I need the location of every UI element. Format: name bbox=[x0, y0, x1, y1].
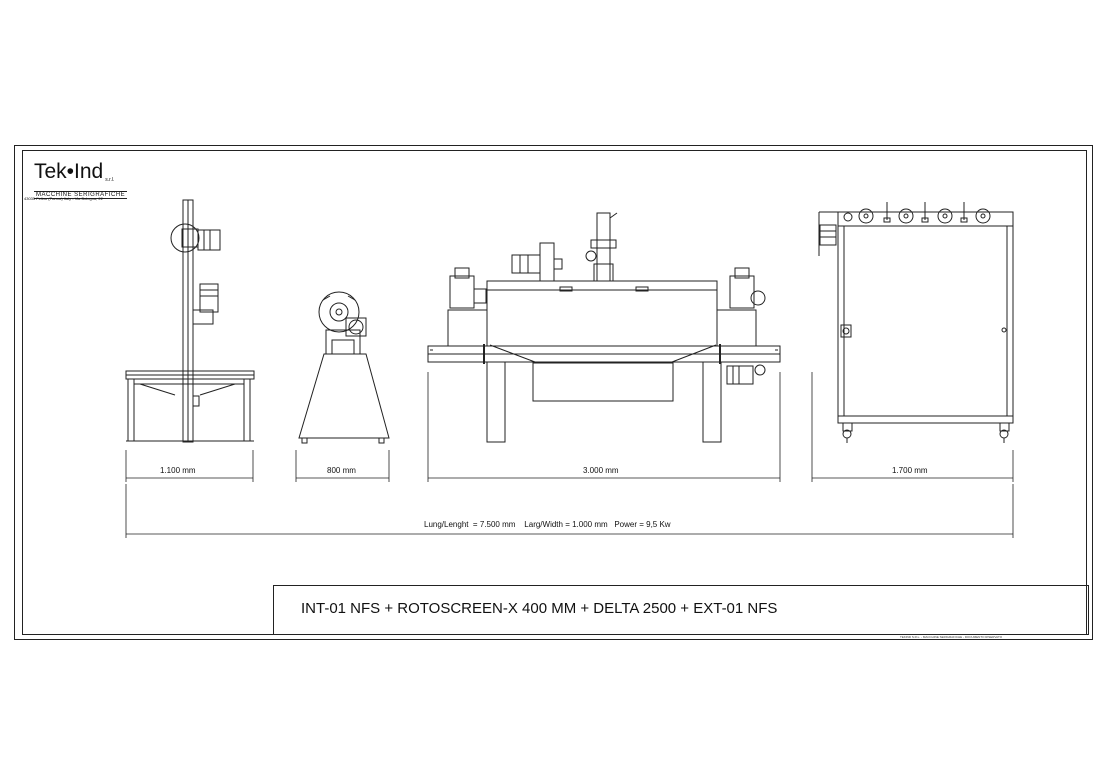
dimension-lines bbox=[125, 372, 1014, 538]
dim-label-int01: 1.100 mm bbox=[160, 466, 196, 475]
logo-suffix: s.r.l. bbox=[105, 177, 115, 183]
ext01-machine-view bbox=[818, 202, 1014, 443]
dim-label-ext01: 1.700 mm bbox=[892, 466, 928, 475]
dim-label-rotoscreen: 800 mm bbox=[327, 466, 356, 475]
rotoscreen-machine-view bbox=[298, 291, 390, 444]
int01-machine-view bbox=[125, 199, 255, 443]
logo-subtitle: MACCHINE SERIGRAFICHE bbox=[34, 191, 128, 199]
drawing-outer-frame bbox=[14, 145, 1093, 640]
logo-name: Tek•Ind bbox=[34, 160, 104, 183]
dim-label-delta: 3.000 mm bbox=[583, 466, 619, 475]
drawing-title: INT-01 NFS + ROTOSCREEN-X 400 MM + DELTA… bbox=[301, 600, 778, 617]
footer-note: TEKIND S.R.L. - MACCHINE SERIGRAFICHE - … bbox=[900, 635, 1003, 639]
dim-label-summary: Lung/Lenght = 7.500 mm Larg/Width = 1.00… bbox=[424, 520, 671, 529]
title-block bbox=[273, 585, 1089, 635]
company-address: 43035 Felino (Parma) Italy - Via Bologna… bbox=[24, 196, 103, 201]
delta-dryer-view bbox=[427, 212, 781, 443]
